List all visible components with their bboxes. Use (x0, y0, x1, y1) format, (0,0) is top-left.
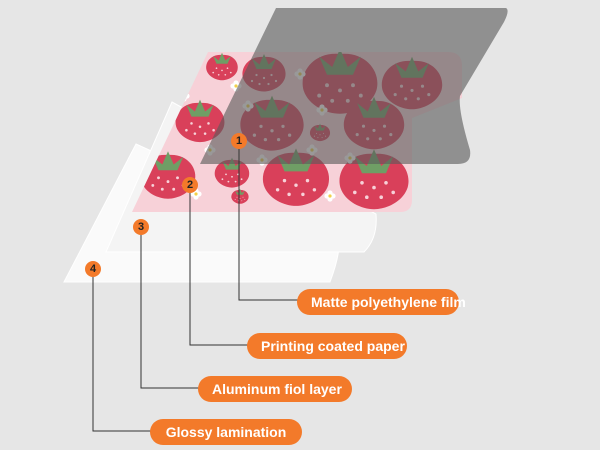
leader-lines (92, 148, 300, 432)
layer-3-badge: 3 (133, 219, 149, 235)
layer-4-badge: 4 (85, 261, 101, 277)
layer-1-label: Matte polyethylene film (297, 289, 466, 315)
matte-film-layer (200, 8, 508, 164)
leader-line-3 (140, 234, 200, 389)
leader-line-4 (92, 276, 152, 432)
leader-line-1 (238, 148, 300, 301)
layer-1-badge: 1 (231, 133, 247, 149)
layer-3-label: Aluminum fiol layer (198, 376, 352, 402)
layer-2-label: Printing coated paper (247, 333, 407, 359)
layer-2-badge: 2 (182, 177, 198, 193)
layer-4-label: Glossy lamination (150, 419, 302, 445)
leader-line-2 (189, 192, 250, 346)
